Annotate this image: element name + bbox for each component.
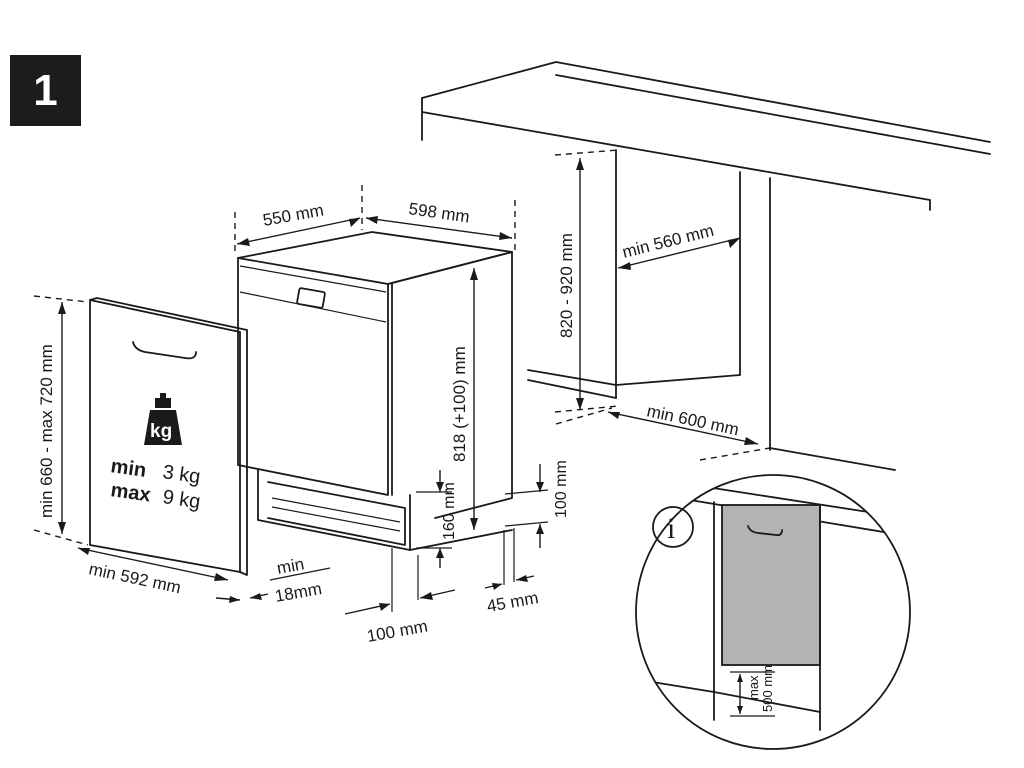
plinth-depth-dimension: 100 mm <box>344 548 456 646</box>
niche-depth-dimension: min 600 mm <box>555 401 771 461</box>
info-max-value: 500 mm <box>760 665 775 712</box>
top-dimensions: 550 mm 598 mm <box>234 185 516 255</box>
info-icon <box>652 506 694 548</box>
niche-height-label: 820 - 920 mm <box>557 233 576 338</box>
depth-550-label: 550 mm <box>261 201 325 230</box>
step-number-badge: 1 <box>10 55 81 126</box>
weight-max-label: max <box>109 479 152 506</box>
panel-thickness-value-label: 18mm <box>273 579 323 606</box>
weight-min-value: 3 kg <box>161 461 202 488</box>
info-icon-symbol: i <box>667 512 675 545</box>
furniture-panel: kg <box>89 297 248 576</box>
rear-gap-label: 45 mm <box>485 588 539 616</box>
height-818-dimension: 818 (+100) mm <box>450 268 478 530</box>
niche-height-dimension: 820 - 920 mm <box>554 149 619 413</box>
weight-icon-label: kg <box>150 421 172 442</box>
dishwasher-body <box>237 231 513 551</box>
plinth-depth-label: 100 mm <box>365 617 429 646</box>
panel-height-label: min 660 - max 720 mm <box>37 344 56 518</box>
rear-gap-dimension: 45 mm <box>484 528 540 616</box>
plinth-height-label: 100 mm <box>553 460 570 518</box>
info-max-label: max <box>746 675 761 700</box>
panel-width-label: min 592 mm <box>87 559 182 597</box>
panel-height-dimension: min 660 - max 720 mm <box>33 295 89 546</box>
door-panel-detail <box>721 504 821 666</box>
panel-thickness-min-label: min <box>275 554 305 577</box>
height-818-label: 818 (+100) mm <box>450 346 469 462</box>
gap-160-dimension: 160 mm <box>416 470 458 568</box>
gap-160-label: 160 mm <box>441 482 458 540</box>
info-detail-circle: max 500 mm i <box>635 474 911 750</box>
plinth-height-dimension: 100 mm <box>504 460 570 548</box>
width-598-label: 598 mm <box>407 199 470 226</box>
panel-weight-info: min 3 kg max 9 kg <box>109 455 202 513</box>
panel-thickness-dimension: min 18mm <box>215 554 331 606</box>
kitchen-niche <box>421 61 991 471</box>
weight-icon <box>144 410 182 445</box>
weight-min-label: min <box>109 455 147 482</box>
panel-width-dimension: min 592 mm <box>77 547 229 597</box>
niche-depth-label: min 600 mm <box>645 401 740 439</box>
niche-width-dimension: min 560 mm <box>617 221 741 270</box>
weight-max-value: 9 kg <box>161 486 202 513</box>
